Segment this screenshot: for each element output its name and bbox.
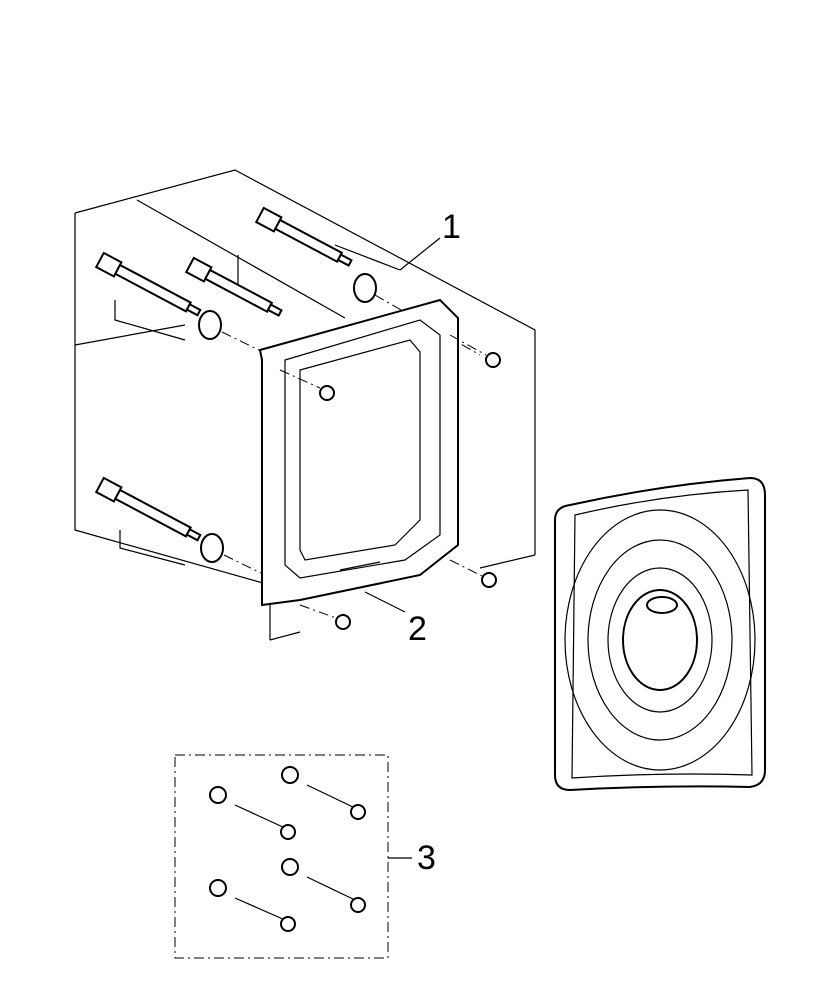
wall-anchors — [94, 206, 481, 576]
installation-box-outline — [74, 169, 536, 641]
cover-plate — [554, 476, 766, 792]
callout-2-label: 2 — [408, 610, 427, 648]
screw-set — [174, 754, 389, 959]
frame-screws — [279, 334, 501, 630]
callout-1-label: 1 — [442, 208, 461, 246]
callout-leaders — [364, 237, 441, 859]
mounting-frame — [258, 298, 459, 607]
callout-3-label: 3 — [417, 839, 436, 877]
